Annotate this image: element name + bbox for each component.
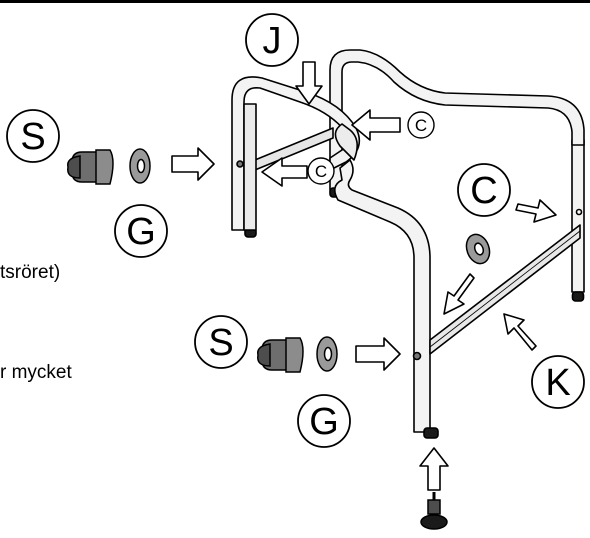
label-k-circle [531, 355, 585, 409]
arrow-washer-frame [443, 273, 475, 315]
arrow-glide-up [419, 447, 449, 491]
label-s-top: S [20, 116, 45, 158]
arrow-c-lower [261, 157, 308, 187]
text-fragment-2: r mycket [0, 362, 72, 383]
label-g-top: G [126, 211, 156, 253]
label-c-large-circle [457, 163, 511, 217]
text-fragment-1: tsröret) [0, 262, 61, 283]
front-left-foot [423, 427, 439, 439]
label-s-bottom-circle [194, 315, 248, 369]
arrow-c-large [515, 199, 557, 223]
screw-point-jframe [236, 160, 244, 168]
washer-bottom [316, 336, 338, 372]
label-c-small-2: C [315, 162, 327, 181]
arrow-bottom-right [355, 337, 401, 371]
label-g-bottom-circle [297, 394, 351, 448]
front-rail-edge [429, 230, 581, 348]
label-j-circle [245, 13, 299, 67]
arrow-k [503, 313, 537, 351]
back-frame-tube [329, 49, 585, 191]
foot-glide [420, 492, 448, 530]
cap-nut-top [67, 149, 114, 185]
arrow-j-down [295, 61, 323, 105]
label-k: K [545, 362, 570, 404]
label-s-bottom: S [208, 322, 233, 364]
washer-frame [465, 233, 491, 265]
label-g-top-circle [114, 204, 168, 258]
cap-nut-bottom [257, 337, 304, 373]
labels [6, 13, 585, 448]
label-c-large: C [470, 170, 497, 212]
label-texts: S G J C C C S G K [20, 20, 570, 443]
chair-frame [231, 49, 585, 439]
screw-point-front [412, 351, 422, 361]
washer-top [129, 148, 151, 184]
label-j: J [263, 20, 282, 62]
j-frame-tube [231, 76, 361, 231]
j-frame-leg-front [243, 103, 257, 231]
label-g-bottom: G [309, 401, 339, 443]
back-right-leg [571, 139, 585, 293]
label-s-top-circle [6, 109, 60, 163]
arrow-c-upper [351, 109, 401, 141]
label-c-small-1: C [415, 116, 427, 135]
label-c-small-1-circle [407, 111, 435, 139]
arrows [171, 61, 557, 491]
label-c-small-2-circle [307, 157, 335, 185]
screw-point-back [575, 208, 583, 216]
arrow-top-right [171, 147, 215, 181]
front-frame-tube [334, 159, 431, 433]
back-right-foot [571, 291, 585, 302]
front-frame-top [334, 123, 358, 161]
